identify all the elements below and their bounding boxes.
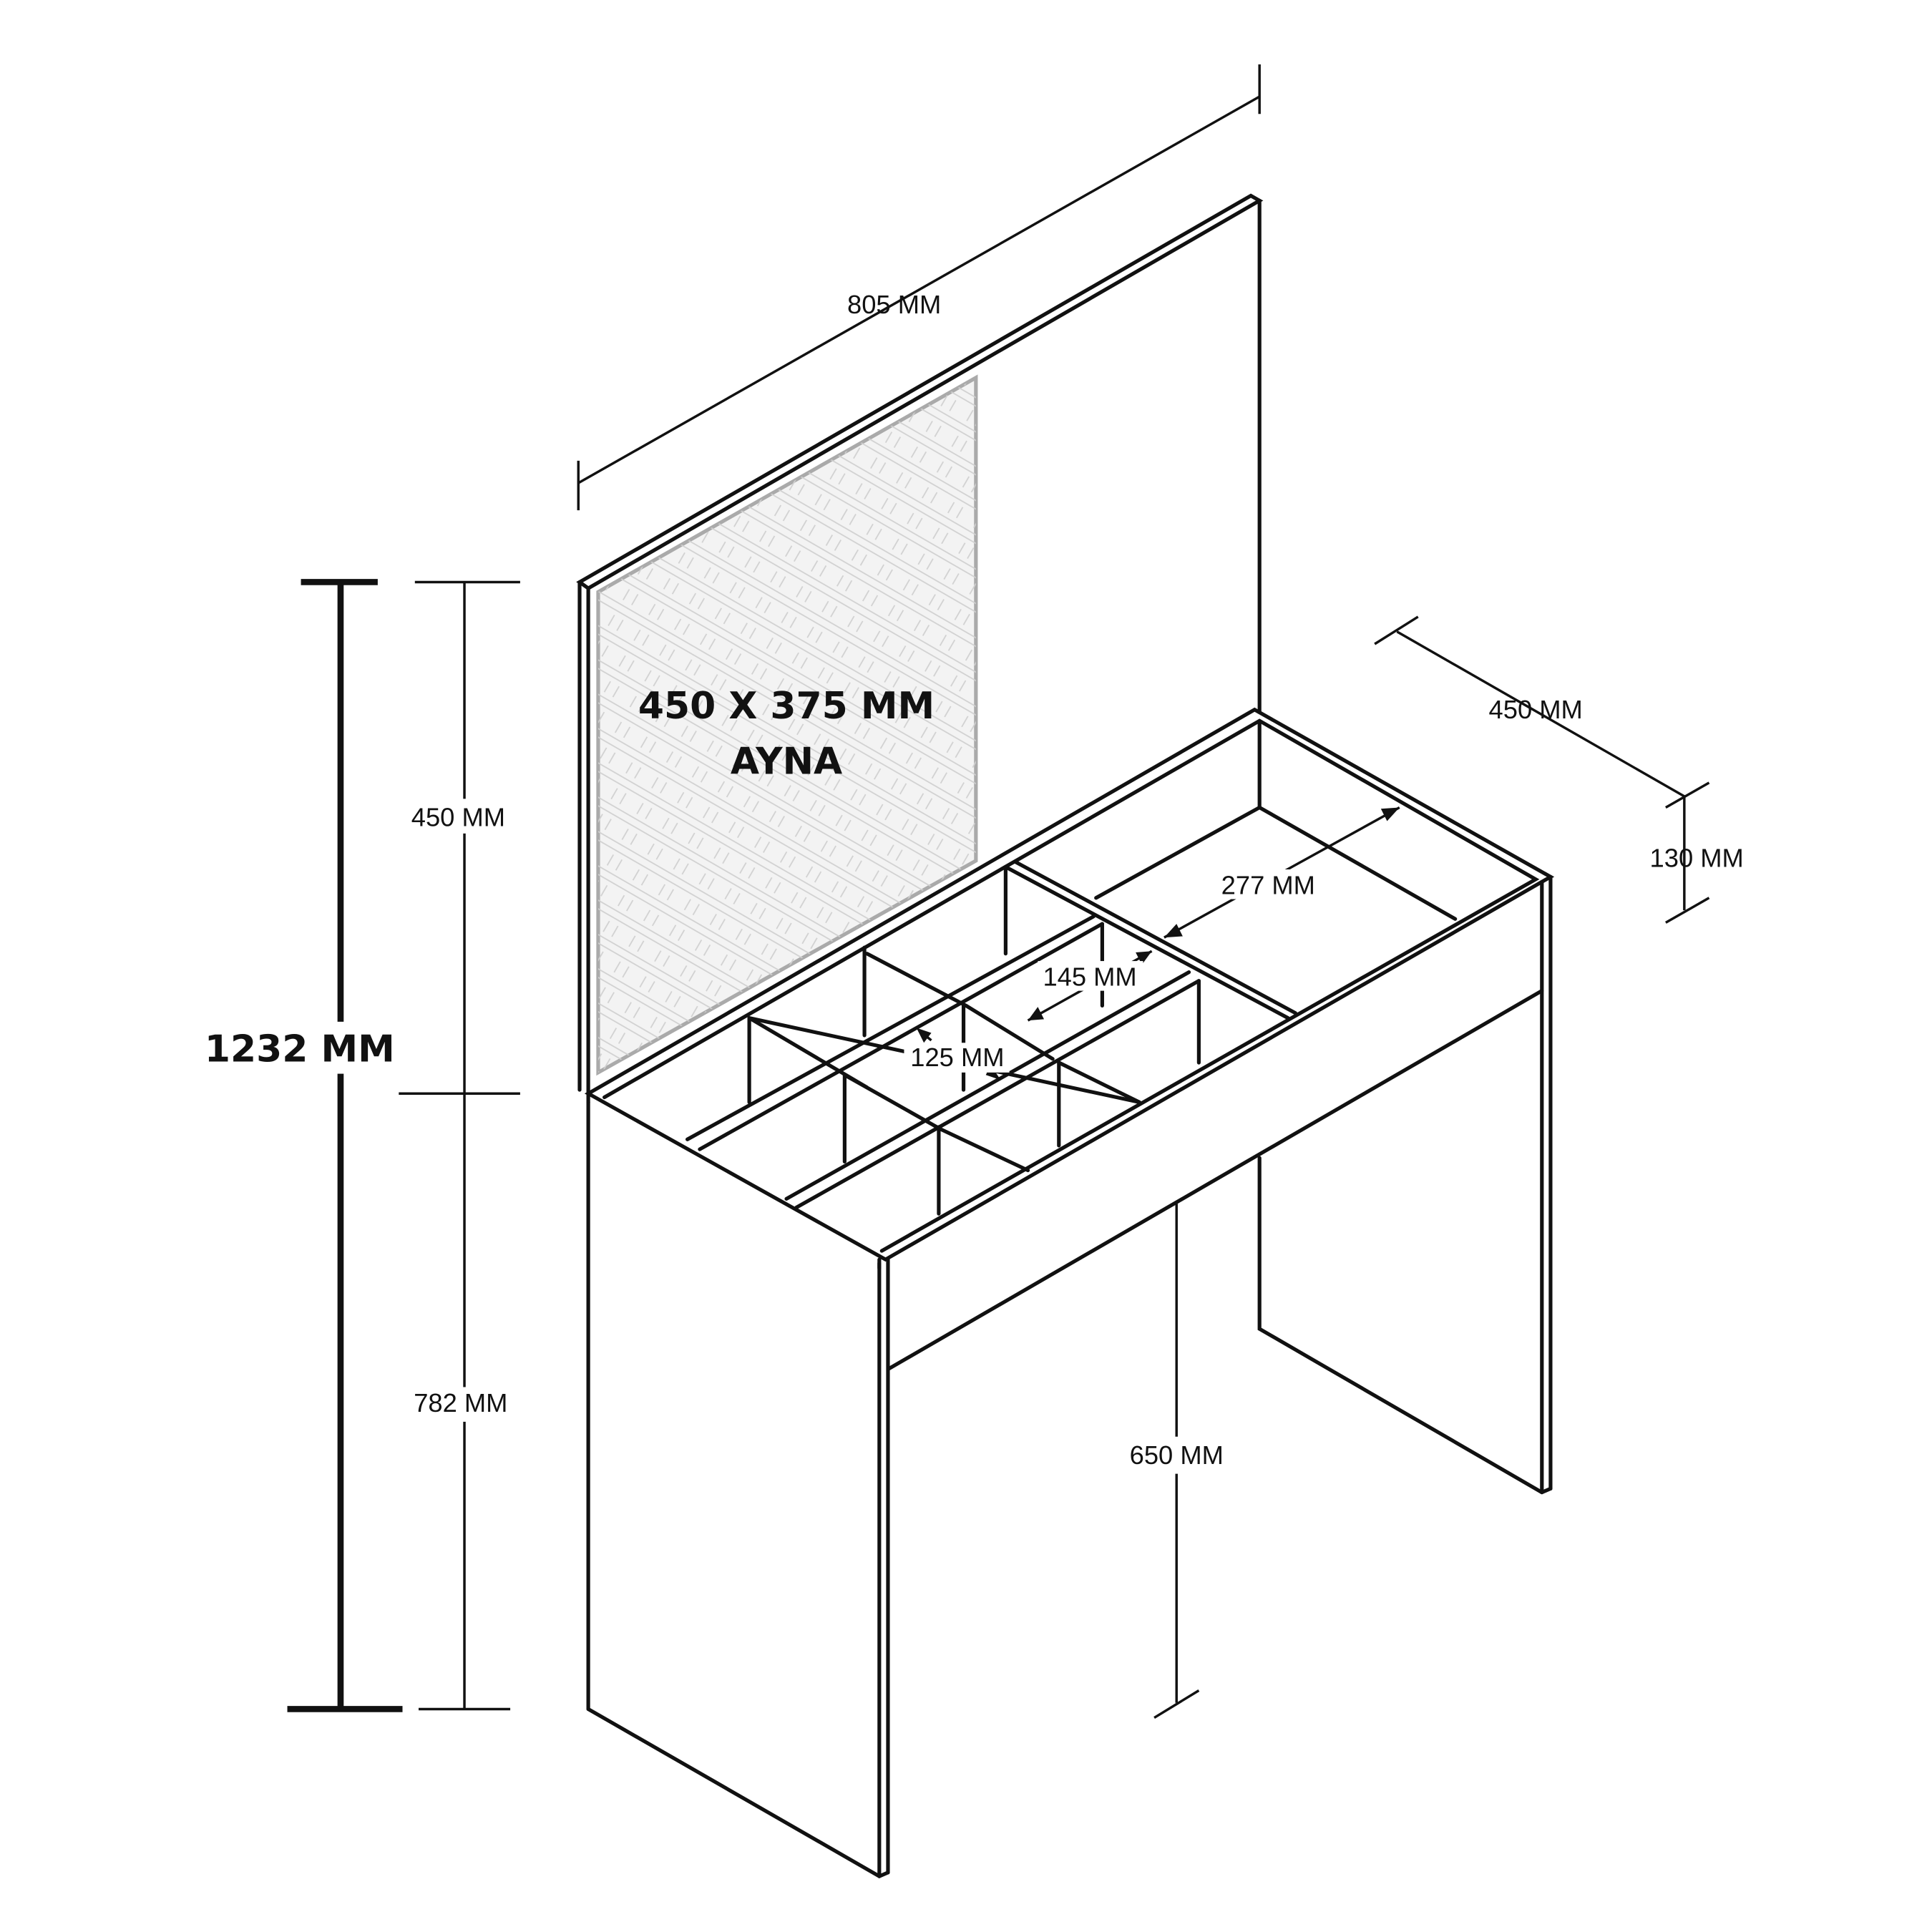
width-label: 805 MM	[847, 290, 941, 319]
mirror-board	[576, 193, 1264, 1096]
desk-frame	[586, 874, 1553, 1878]
dimension-left	[287, 579, 520, 1712]
mirror-name-label: AYNA	[731, 741, 842, 784]
mirror-size-label: 450 X 375 MM	[638, 685, 935, 728]
total-height-label: 1232 MM	[205, 1028, 395, 1070]
drawer-height-label: 130 MM	[1650, 844, 1744, 873]
mirror	[596, 374, 978, 1076]
mirror-height-label: 450 MM	[411, 802, 505, 831]
compartment-width-label: 125 MM	[910, 1043, 1004, 1072]
dimension-leg-clearance	[1153, 1204, 1200, 1719]
compartment-arrows	[916, 806, 1400, 1080]
leg-clearance-label: 650 MM	[1130, 1440, 1224, 1470]
dimension-width	[577, 64, 1261, 511]
compartment-depth-label: 145 MM	[1043, 962, 1136, 992]
dimension-depth	[1374, 615, 1710, 924]
desk-height-label: 782 MM	[414, 1388, 507, 1418]
tray-compartments	[685, 718, 1458, 1216]
depth-label: 450 MM	[1489, 695, 1583, 724]
large-compartment-label: 277 MM	[1221, 871, 1315, 900]
